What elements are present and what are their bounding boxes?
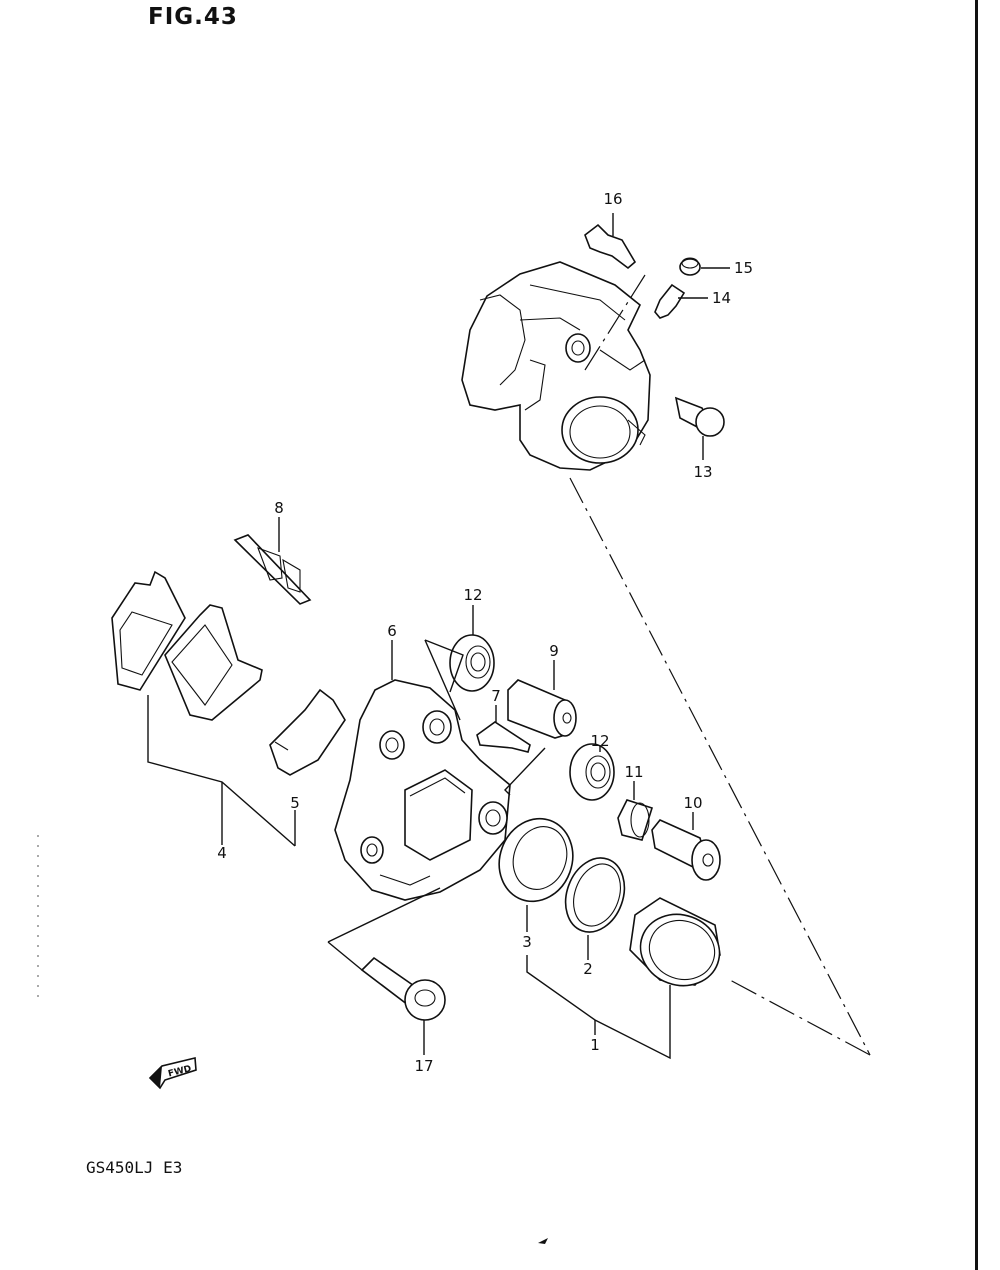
part-6-caliper-holder xyxy=(334,640,511,901)
callout-2: 2 xyxy=(583,960,593,978)
callout-5: 5 xyxy=(290,794,300,812)
figure-title: FIG.43 xyxy=(148,4,238,30)
model-code: GS450LJ E3 xyxy=(86,1158,183,1177)
callout-13: 13 xyxy=(693,463,712,481)
part-1-piston-set-bracket xyxy=(526,955,671,1060)
callout-14: 14 xyxy=(712,289,731,307)
part-16-spring xyxy=(584,213,637,270)
callout-12b: 12 xyxy=(590,732,609,750)
piston xyxy=(629,897,721,987)
callout-9: 9 xyxy=(549,642,559,660)
part-11-sleeve xyxy=(617,781,654,841)
fwd-arrow-icon: FWD xyxy=(148,1057,197,1090)
part-5-pad-shim xyxy=(269,688,346,776)
callout-3: 3 xyxy=(522,933,532,951)
part-12-boot-lower xyxy=(569,743,615,801)
callout-6: 6 xyxy=(387,622,397,640)
part-14-bleeder-valve xyxy=(654,283,708,319)
callout-labels: 16 15 14 13 8 12 6 9 7 12 11 10 5 4 3 2 … xyxy=(217,190,753,1075)
part-8-pad-spring xyxy=(233,517,312,605)
callout-11: 11 xyxy=(624,763,643,781)
callout-8: 8 xyxy=(274,499,284,517)
part-17-bolt xyxy=(360,956,446,1055)
part-13-bolt xyxy=(674,396,725,460)
callout-15: 15 xyxy=(734,259,753,277)
part-9-sleeve xyxy=(507,660,577,739)
caliper-body-upper xyxy=(461,261,651,471)
part-4-brake-pad-set xyxy=(111,570,296,847)
callout-12a: 12 xyxy=(463,586,482,604)
part-2-piston-seal xyxy=(564,857,626,960)
callout-7: 7 xyxy=(491,687,501,705)
right-page-border xyxy=(975,0,1000,1270)
assembly-guide-lines xyxy=(327,274,871,1056)
part-12-boot-upper xyxy=(449,605,495,692)
part-3-dust-seal xyxy=(498,817,574,932)
part-10-pin xyxy=(651,812,721,881)
stray-mark xyxy=(538,1238,548,1244)
part-7-clip xyxy=(476,705,531,753)
callout-4: 4 xyxy=(217,844,227,862)
part-15-cap xyxy=(679,257,730,276)
callout-1: 1 xyxy=(590,1036,600,1054)
callout-17: 17 xyxy=(414,1057,433,1075)
callout-10: 10 xyxy=(683,794,702,812)
callout-16: 16 xyxy=(603,190,622,208)
